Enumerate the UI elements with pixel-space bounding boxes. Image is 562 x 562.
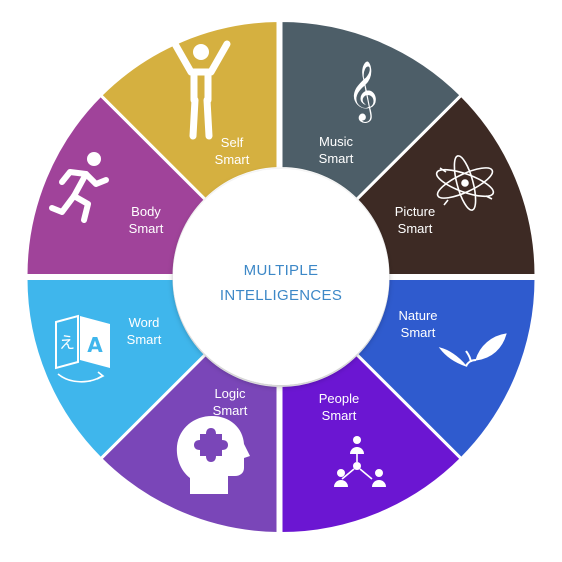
segment-label-people-line1: People <box>319 391 359 406</box>
segment-label-body-line2: Smart <box>129 221 164 236</box>
center-title-line1: MULTIPLE <box>244 262 319 279</box>
segment-people-smart: People Smart <box>279 352 464 536</box>
segment-label-picture-line1: Picture <box>395 204 435 219</box>
person-arms-up-icon <box>171 40 231 140</box>
leaves-icon <box>438 333 507 368</box>
svg-text:A: A <box>87 333 103 357</box>
segment-label-self-line1: Self <box>221 135 244 150</box>
people-network-icon <box>334 436 386 487</box>
segment-label-music-line2: Smart <box>319 151 354 166</box>
segment-label-logic-line2: Smart <box>213 403 248 418</box>
atom-sketch-icon <box>435 155 495 211</box>
segment-label-word-line2: Smart <box>127 332 162 347</box>
segment-label-body-line1: Body <box>131 204 161 219</box>
head-puzzle-icon <box>176 416 250 494</box>
segment-logic-smart: Logic Smart <box>98 352 280 536</box>
svg-text:え: え <box>59 333 75 352</box>
center-title-line2: INTELLIGENCES <box>220 287 342 304</box>
translate-icon: え A <box>55 314 110 383</box>
segment-label-word-line1: Word <box>129 315 160 330</box>
segment-label-logic-line1: Logic <box>214 386 246 401</box>
segment-label-nature-line2: Smart <box>401 325 436 340</box>
treble-clef-icon: 𝄞 <box>348 61 379 123</box>
segment-label-self-line2: Smart <box>215 152 250 167</box>
segment-word-smart: Word Smart え A <box>24 277 208 461</box>
segment-self-smart: Self Smart <box>98 18 280 202</box>
running-person-icon <box>49 152 109 223</box>
center-circle: MULTIPLE INTELLIGENCES <box>173 169 389 385</box>
segment-music-smart: Music Smart 𝄞 <box>279 18 464 202</box>
segment-picture-smart: Picture Smart <box>354 93 538 277</box>
svg-text:𝄞: 𝄞 <box>348 61 379 123</box>
segment-label-people-line2: Smart <box>322 408 357 423</box>
segment-label-music-line1: Music <box>319 134 353 149</box>
segment-label-picture-line2: Smart <box>398 221 433 236</box>
segment-label-nature-line1: Nature <box>398 308 437 323</box>
